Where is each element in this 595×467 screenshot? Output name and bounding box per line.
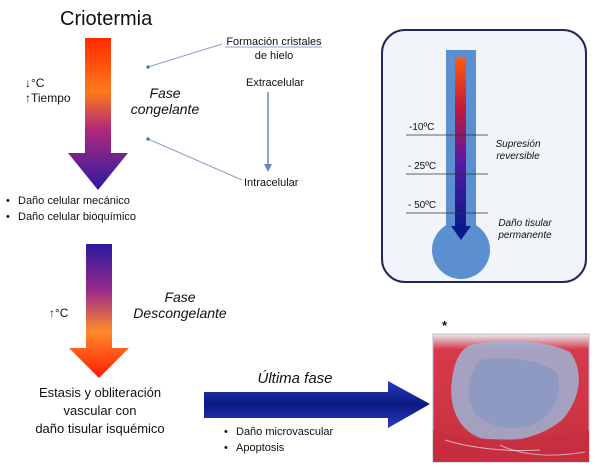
time-up-indicator: ↑Tiempo: [25, 91, 71, 105]
thawing-phase-arrow: [69, 244, 129, 378]
ice-crystal-title-line1: Formación cristales: [226, 36, 322, 48]
ice-crystal-title-line2: de hielo: [254, 50, 294, 62]
extra-to-intra-arrow: [264, 92, 272, 172]
vascular-outcome-line2: vascular con: [63, 403, 137, 418]
freeze-damage-list: Daño celular mecánico Daño celular bioqu…: [4, 193, 136, 225]
arrow-down-icon: ↓: [25, 76, 31, 90]
reversible-note-line2: reversible: [496, 151, 540, 162]
extracellular-label: Extracelular: [246, 77, 305, 89]
thawing-phase-label: Fase Descongelante: [125, 289, 235, 321]
thawing-phase-label-line2: Descongelante: [133, 305, 227, 321]
mark-minus10: -10ºC: [409, 122, 435, 133]
micrograph-marker: *: [442, 318, 448, 333]
freezing-phase-label-line2: congelante: [130, 101, 200, 117]
permanent-note-line1: Daño tisular: [498, 218, 552, 229]
last-phase-arrow: [204, 381, 430, 428]
thawing-phase-label-line1: Fase: [164, 289, 196, 305]
freezing-phase-label-line1: Fase: [149, 85, 181, 101]
last-phase-label: Última fase: [257, 370, 333, 387]
ice-crystal-title: Formación cristales de hielo: [224, 35, 324, 63]
temp-up-indicator: ↑°C: [49, 306, 68, 320]
temp-down-indicator: ↓°C: [25, 76, 44, 90]
permanent-note: Daño tisular permanente: [487, 218, 563, 242]
temp-up-label: °C: [55, 306, 69, 320]
diagram-title: Criotermia: [60, 8, 153, 30]
connector-dot-top: [146, 65, 150, 69]
freezing-phase-arrow: [68, 38, 128, 190]
time-up-label: Tiempo: [31, 91, 71, 105]
intracellular-label: Intracelular: [244, 177, 299, 189]
freezing-phase-label: Fase congelante: [120, 85, 210, 117]
list-item: Daño microvascular: [222, 424, 333, 440]
vascular-outcome-text: Estasis y obliteración vascular con daño…: [20, 384, 180, 438]
vascular-outcome-line1: Estasis y obliteración: [38, 385, 162, 400]
list-item: Daño celular mecánico: [4, 193, 136, 209]
temp-down-label: °C: [31, 76, 45, 90]
reversible-note-line1: Supresión: [495, 139, 541, 150]
last-damage-list: Daño microvascular Apoptosis: [222, 424, 333, 456]
thermometer-panel: [381, 29, 587, 283]
crystal-connector-lines: [147, 43, 322, 181]
mark-minus25: - 25ºC: [408, 161, 437, 172]
mark-minus50: - 50ºC: [408, 200, 437, 211]
reversible-note: Supresión reversible: [487, 139, 549, 163]
arrow-up-icon: ↑: [25, 91, 31, 105]
list-item: Daño celular bioquímico: [4, 209, 136, 225]
vascular-outcome-line3: daño tisular isquémico: [35, 421, 165, 436]
connector-dot-bottom: [146, 137, 150, 141]
list-item: Apoptosis: [222, 440, 333, 456]
permanent-note-line2: permanente: [498, 230, 552, 241]
arrow-up-icon: ↑: [49, 306, 55, 320]
